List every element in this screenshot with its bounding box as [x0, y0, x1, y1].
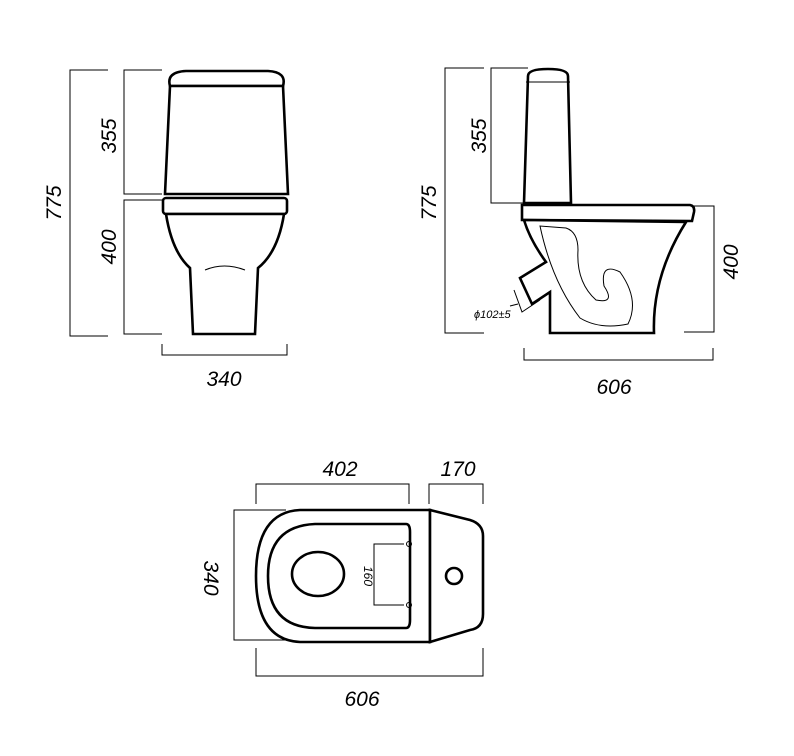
front-height-label: 775 — [43, 185, 66, 220]
front-width-label: 340 — [206, 368, 241, 391]
outlet-diameter-label: ϕ102±5 — [474, 309, 512, 321]
side-bowl-height-label: 400 — [720, 244, 743, 279]
top-bowl-length-label: 402 — [322, 458, 357, 481]
top-view: 402 170 340 160 606 — [199, 458, 485, 711]
front-bowl — [164, 212, 286, 336]
side-height-dimension — [444, 67, 484, 334]
side-view: 775 355 400 606 ϕ102±5 — [418, 67, 743, 399]
hole-spacing-label: 160 — [361, 566, 375, 586]
side-trap-line — [539, 225, 633, 327]
front-tank-lid — [168, 69, 285, 88]
side-length-dimension — [523, 348, 714, 361]
hole-spacing-dimension — [373, 543, 404, 606]
front-height-dimension — [69, 69, 108, 337]
front-seat — [161, 196, 289, 216]
front-tank — [163, 84, 290, 196]
top-width-label: 340 — [199, 560, 222, 595]
side-tank-dimension — [490, 67, 528, 204]
top-bowl-length-dimension — [255, 483, 410, 504]
side-bowl-dimension — [684, 205, 715, 333]
side-tank — [522, 67, 573, 205]
top-tank-depth-label: 170 — [440, 458, 475, 481]
fixing-hole-top — [406, 541, 412, 547]
side-seat — [520, 203, 696, 223]
top-bowl-opening — [290, 550, 346, 598]
top-width-dimension — [233, 509, 286, 641]
flush-button — [444, 566, 464, 586]
top-length-label: 606 — [344, 688, 379, 711]
front-view: 775 355 400 340 — [43, 69, 290, 391]
front-bowl-rim-line — [204, 265, 246, 271]
side-tank-height-label: 355 — [468, 118, 491, 153]
top-tank-depth-dimension — [428, 483, 484, 504]
side-height-label: 775 — [418, 185, 441, 220]
front-tank-height-label: 355 — [98, 118, 121, 153]
front-tank-dimension — [123, 69, 162, 195]
front-bowl-height-label: 400 — [98, 229, 121, 264]
front-bowl-dimension — [123, 199, 162, 335]
front-width-dimension — [161, 344, 288, 356]
fixing-hole-bottom — [406, 602, 412, 608]
side-length-label: 606 — [596, 376, 631, 399]
top-length-dimension — [255, 648, 484, 677]
